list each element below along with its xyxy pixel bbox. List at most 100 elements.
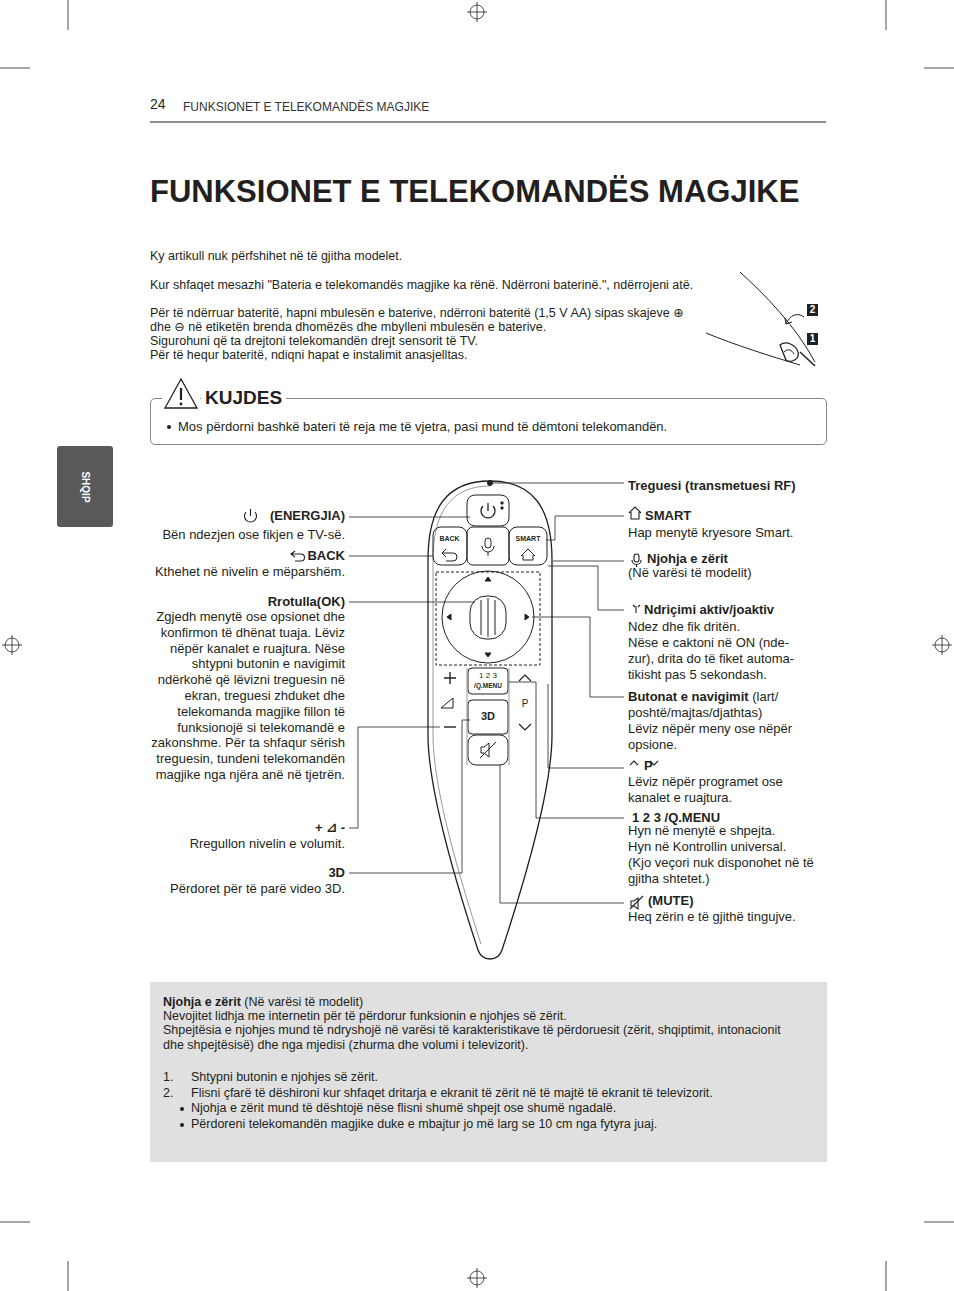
remote-button: BACK (432, 528, 467, 558)
text-group: Nevojitet lidhja me internetin për të pë… (163, 1009, 813, 1024)
text-group: Hyn në Kontrollin universal. (628, 839, 828, 855)
box-text: (Në varësi të modelit) (244, 995, 363, 1009)
text-group: (Në varësi të modelit) (628, 565, 828, 581)
callout-heading: Treguesi (transmetuesi RF) (628, 478, 796, 493)
callout-heading: P (644, 758, 653, 773)
label-text: Hyn në menytë e shpejta. (628, 823, 775, 838)
box-text: 2. (163, 1086, 173, 1100)
label-text: 1 (810, 333, 816, 344)
label-text: Kthehet në nivelin e mëparshëm. (155, 564, 345, 579)
box-text: Përdoreni telekomandën magjike duke e mb… (191, 1117, 657, 1131)
text-group: Përdoret për të parë video 3D. (145, 881, 345, 897)
label-text: Kur shfaqet mesazhi "Bateria e telekoman… (150, 278, 693, 292)
remote-button: SMART (509, 528, 547, 558)
box-heading: BACK (439, 535, 459, 542)
text-group: Ndriçimi aktiv/joaktiv (644, 602, 834, 618)
text-group: KUJDES (201, 387, 286, 409)
leader-lines (349, 483, 624, 903)
text-group: Sigurohuni që ta drejtoni telekomandën d… (150, 334, 710, 348)
text-group: Lëviz nëpër meny ose nëpër opsione. (628, 721, 823, 753)
text-group: Rregullon nivelin e volumit. (145, 836, 345, 852)
box-text: Njohja e zërit mund të dështojë nëse fli… (191, 1101, 616, 1115)
text-group: Njohja e zërit mund të dështojë nëse fli… (191, 1101, 811, 1116)
text-group: Flisni çfarë të dëshironi kur shfaqet dr… (191, 1086, 811, 1101)
text-group: (Kjo veçori nuk disponohet në të gjitha … (628, 855, 823, 887)
box-text: 1. (163, 1070, 173, 1084)
bullet (180, 1123, 184, 1127)
label-text: Sigurohuni që ta drejtoni telekomandën d… (150, 334, 478, 348)
box-text: P (522, 698, 529, 709)
text-group: Nëse e caktoni në ON (nde- zur), drita d… (628, 635, 818, 683)
remote-button: P (515, 695, 535, 713)
text-group: Njohja e zërit(Në varësi të modelit) (163, 995, 813, 1010)
label-text: (Kjo veçori nuk disponohet në të gjitha … (628, 855, 814, 886)
bullet (167, 425, 171, 429)
box-text: Shpejtësia e njohjes mund të ndryshojë n… (163, 1023, 781, 1052)
bullet (180, 1107, 184, 1111)
label-text: Përdoret për të parë video 3D. (170, 881, 345, 896)
text-group: Për të hequr bateritë, ndiqni hapat e in… (150, 348, 710, 362)
callout-heading: Ndriçimi aktiv/joaktiv (644, 602, 774, 617)
text-group: Njohja e zërit (647, 551, 827, 567)
label-text: Zgjedh menytë ose opsionet dhe konfirmon… (151, 609, 345, 782)
label-text: 2 (810, 304, 816, 315)
label-text: Hyn në Kontrollin universal. (628, 839, 786, 854)
box-heading: 3D (481, 710, 495, 722)
box-text: Flisni çfarë të dëshironi kur shfaqet dr… (191, 1086, 713, 1100)
registration-mark (932, 635, 952, 655)
text-group: 2 (807, 304, 818, 316)
text-group: FUNKSIONET E TELEKOMANDËS MAGJIKE (183, 99, 583, 115)
text-group: Ndez dhe fik dritën. (628, 619, 818, 635)
callout-heading: + ⊿ - (315, 820, 345, 835)
registration-mark (467, 2, 487, 22)
text-group: 1. (163, 1070, 191, 1085)
text-group: SMART (645, 508, 825, 524)
text-group: 24 (150, 96, 180, 112)
remote-button: 1 2 3/Q.MENU (468, 669, 508, 694)
text-group: Zgjedh menytë ose opsionet dhe konfirmon… (140, 609, 345, 783)
text-group: Kur shfaqet mesazhi "Bateria e telekoman… (150, 278, 695, 292)
label-text: Për të ndërruar bateritë, hapni mbulesën… (150, 306, 684, 334)
label-text: Për të hequr bateritë, ndiqni hapat e in… (150, 348, 468, 362)
text-group: Përdoreni telekomandën magjike duke e mb… (191, 1117, 811, 1132)
text-group: Butonat e navigimit(lart/ poshtë/majtas/… (628, 689, 823, 721)
text-group: P (515, 697, 535, 710)
text-group: BACK (432, 534, 467, 543)
text-group: P (644, 758, 704, 774)
label-text: Lëviz nëpër programet ose kanalet e ruaj… (628, 774, 783, 805)
box-text: Shtypni butonin e njohjes së zërit. (191, 1070, 378, 1084)
box-heading: KUJDES (205, 387, 282, 408)
text-group: Për të ndërruar bateritë, hapni mbulesën… (150, 306, 695, 334)
language-tab (57, 446, 113, 527)
text-group: Shtypni butonin e njohjes së zërit. (191, 1070, 811, 1085)
text-group: + ⊿ - (145, 820, 345, 836)
box-text: 1 2 3 (479, 671, 497, 680)
text-group: Bën ndezjen ose fikjen e TV-së. (145, 527, 345, 543)
label-text: Nëse e caktoni në ON (nde- zur), drita d… (628, 635, 794, 682)
box-text: Nevojitet lidhja me internetin për të pë… (163, 1009, 567, 1023)
remote-button: 3D (468, 702, 508, 732)
callout-heading: 3D (328, 865, 345, 880)
text-group: Rrotulla(OK) (145, 594, 345, 610)
page-title: FUNKSIONET E TELEKOMANDËS MAGJIKE (150, 174, 799, 210)
callout-heading: SMART (645, 508, 691, 523)
text-group: Kthehet në nivelin e mëparshëm. (145, 564, 345, 580)
label-text: Lëviz nëpër meny ose nëpër opsione. (628, 721, 792, 752)
label-text: Bën ndezjen ose fikjen e TV-së. (162, 527, 345, 542)
box-text: Mos përdorni bashkë bateri të reja me të… (178, 419, 667, 434)
text-group: 2. (163, 1086, 191, 1101)
text-group: 3D (468, 710, 508, 723)
text-group: (ENERGJIA) (145, 508, 345, 524)
registration-mark (2, 635, 22, 655)
callout-heading: Rrotulla(OK) (268, 594, 345, 609)
text-group: Lëviz nëpër programet ose kanalet e ruaj… (628, 774, 818, 806)
text-group: Hyn në menytë e shpejta. (628, 823, 828, 839)
label-text: Ndez dhe fik dritën. (628, 619, 740, 634)
callout-heading: 1 2 3 /Q.MENU (632, 810, 720, 825)
label-text: Heq zërin e të gjithë tingujve. (628, 909, 796, 924)
text-group: /Q.MENU (468, 682, 508, 690)
callout-heading: (ENERGJIA) (270, 508, 345, 523)
callout-heading: (MUTE) (648, 893, 694, 908)
text-group: SMART (509, 534, 547, 543)
